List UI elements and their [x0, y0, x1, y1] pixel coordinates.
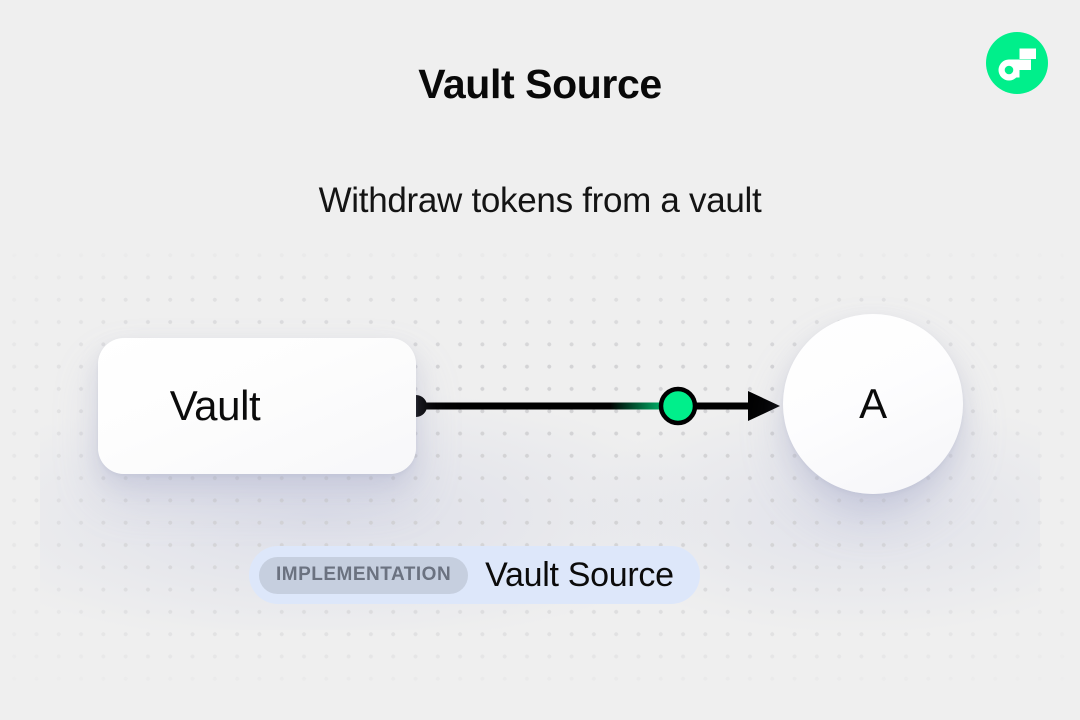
edge-arrowhead-icon: [748, 391, 780, 421]
node-a-label: A: [859, 380, 887, 427]
node-vault[interactable]: Vault: [98, 338, 416, 474]
implementation-value: Vault Source: [485, 555, 674, 594]
implementation-badge[interactable]: IMPLEMENTATION Vault Source: [249, 546, 700, 604]
page-title: Vault Source: [418, 61, 662, 107]
edge-midpoint-dot-icon: [658, 386, 698, 426]
page-subtitle: Withdraw tokens from a vault: [318, 181, 762, 220]
node-vault-label: Vault: [169, 382, 261, 429]
flow-logo-icon: [986, 32, 1048, 94]
implementation-kind-chip: IMPLEMENTATION: [259, 556, 469, 594]
node-a[interactable]: A: [783, 314, 963, 494]
